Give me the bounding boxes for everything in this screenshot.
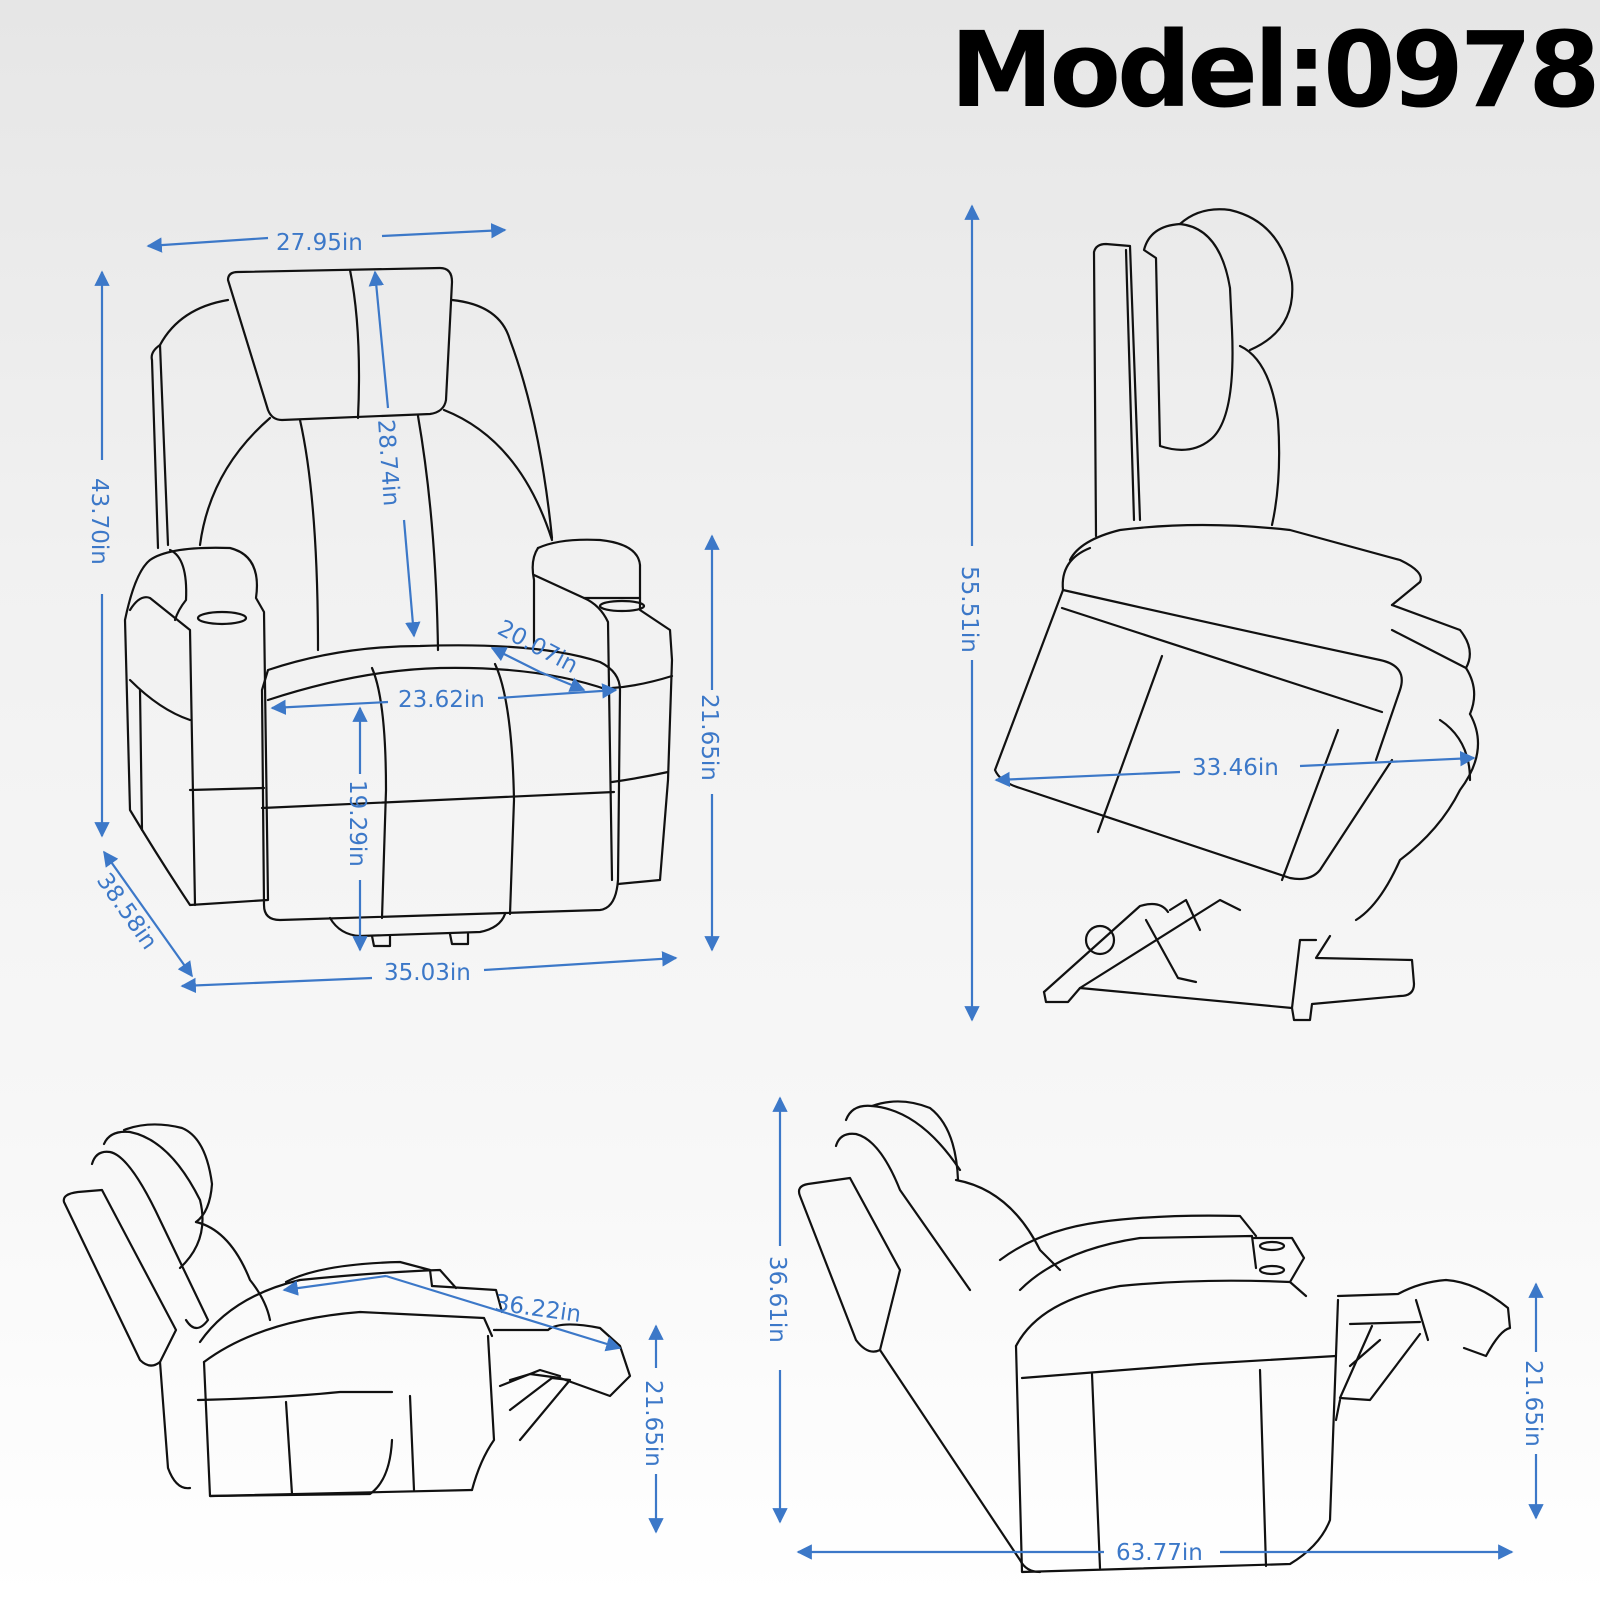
dim-partial-footrest-height: 21.65in: [640, 1380, 666, 1467]
dim-top-width: 27.95in: [276, 230, 363, 256]
dim-full-height: 36.61in: [764, 1256, 790, 1343]
dim-depth: 38.58in: [91, 869, 162, 955]
dim-back-height: 28.74in: [372, 419, 404, 507]
dim-total-width: 35.03in: [384, 960, 471, 986]
lift-view-dimensions: 55.51in 33.46in: [956, 204, 1476, 1022]
dim-arm-height: 21.65in: [696, 694, 722, 781]
dim-total-height: 43.70in: [86, 478, 112, 565]
lift-view-chair: [993, 208, 1480, 1022]
dim-full-length: 63.77in: [1116, 1540, 1203, 1566]
dim-seat-height: 19.29in: [344, 780, 370, 867]
partial-recline-chair: [62, 1123, 632, 1498]
dim-lift-height: 55.51in: [956, 566, 982, 653]
dim-seat-width: 23.62in: [398, 687, 485, 713]
front-view-chair: [123, 266, 674, 948]
full-recline-chair: [797, 1100, 1512, 1574]
dim-full-footrest-height: 21.65in: [1520, 1360, 1546, 1447]
dim-lift-length: 33.46in: [1192, 755, 1279, 781]
model-title: Model:0978: [950, 9, 1600, 131]
full-recline-dimensions: 36.61in 21.65in 63.77in: [764, 1096, 1546, 1566]
